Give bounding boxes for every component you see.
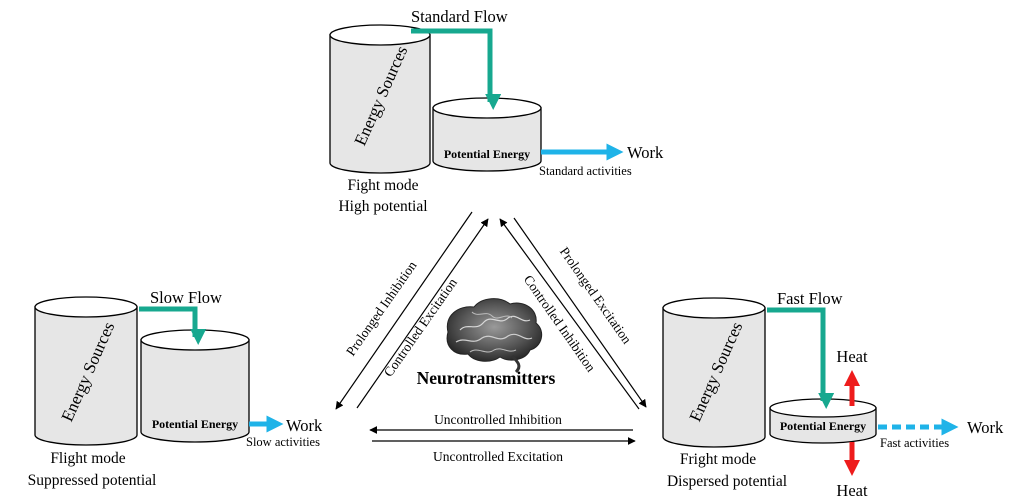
left-potential-cylinder xyxy=(140,329,250,443)
top-work-label: Work xyxy=(627,143,664,162)
right-potential-state: Dispersed potential xyxy=(667,473,787,490)
left-outer-arrow xyxy=(335,211,473,410)
left-flow-arrow xyxy=(139,306,207,346)
left-group: Energy Sources Potential Energy Slow Flo… xyxy=(28,288,323,489)
right-activity-label: Fast activities xyxy=(880,436,949,450)
right-outer-arrow xyxy=(499,218,640,410)
top-potential-label: Potential Energy xyxy=(444,147,530,161)
left-potential-state: Suppressed potential xyxy=(28,472,157,489)
top-flow-arrow xyxy=(411,28,502,111)
bottom-bottom-label: Uncontrolled Excitation xyxy=(433,449,563,464)
right-flow-arrow xyxy=(767,307,835,410)
neurotransmitters-title: Neurotransmitters xyxy=(417,368,556,388)
right-inner-arrow xyxy=(513,217,647,408)
left-activity-label: Slow activities xyxy=(246,435,320,449)
top-group: Energy Sources Potential Energy Standard… xyxy=(329,7,664,215)
top-source-cylinder xyxy=(329,24,431,174)
right-source-cylinder xyxy=(662,297,766,448)
left-inner-arrow xyxy=(356,218,489,409)
right-flow-label: Fast Flow xyxy=(777,289,843,308)
left-source-cylinder xyxy=(34,296,138,446)
right-group: Energy Sources Potential Energy Fast Flo… xyxy=(662,289,1004,500)
left-flow-label: Slow Flow xyxy=(150,288,222,307)
right-mode-label: Fright mode xyxy=(680,451,756,468)
right-potential-label: Potential Energy xyxy=(780,419,866,433)
top-potential-state: High potential xyxy=(338,198,427,215)
top-activity-label: Standard activities xyxy=(539,164,632,178)
heat-top-label: Heat xyxy=(836,347,868,366)
top-flow-label: Standard Flow xyxy=(411,7,508,26)
top-mode-label: Fight mode xyxy=(347,177,418,194)
brain-icon xyxy=(446,298,543,374)
bottom-top-label: Uncontrolled Inhibition xyxy=(434,412,562,427)
left-work-label: Work xyxy=(286,416,323,435)
triangle-arrows xyxy=(335,211,647,445)
right-work-label: Work xyxy=(967,418,1004,437)
left-mode-label: Flight mode xyxy=(50,450,125,467)
heat-bottom-label: Heat xyxy=(836,481,868,500)
left-potential-label: Potential Energy xyxy=(152,417,238,431)
